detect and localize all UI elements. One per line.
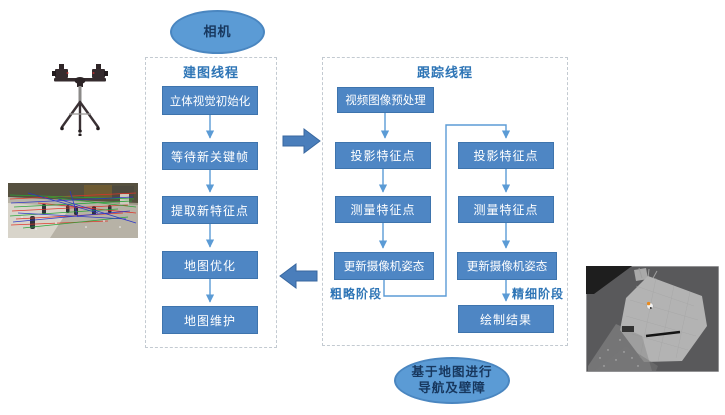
mapping-thread-title: 建图线程 xyxy=(182,65,239,80)
step-video-preprocess: 视频图像预处理 xyxy=(337,87,434,113)
mapping-thread-panel xyxy=(145,57,277,348)
feature-matching-photo xyxy=(8,183,138,238)
fine-stage-label: 精细阶段 xyxy=(512,287,565,301)
step-map-optimize: 地图优化 xyxy=(162,251,258,279)
navigation-label-line1: 基于地图进行 xyxy=(411,364,493,379)
occupancy-grid-map-photo xyxy=(586,266,719,372)
camera-terminator: 相机 xyxy=(170,10,265,54)
step-coarse-measure: 测量特征点 xyxy=(335,196,431,223)
tracking-thread-panel xyxy=(322,57,568,346)
step-extract-features: 提取新特征点 xyxy=(162,196,258,224)
step-fine-measure: 测量特征点 xyxy=(458,196,554,223)
camera-label: 相机 xyxy=(203,23,232,39)
step-coarse-project: 投影特征点 xyxy=(335,142,431,169)
tracking-to-mapping-block-arrow xyxy=(279,263,318,289)
camera-to-tracking-block-arrow xyxy=(282,128,321,154)
step-wait-keyframe: 等待新关键帧 xyxy=(162,142,258,170)
coarse-stage-label: 粗略阶段 xyxy=(330,287,383,301)
tracking-thread-title: 跟踪线程 xyxy=(416,65,473,80)
navigation-terminator: 基于地图进行 导航及壁障 xyxy=(394,357,510,404)
step-stereo-init: 立体视觉初始化 xyxy=(162,86,258,115)
step-fine-update-pose: 更新摄像机姿态 xyxy=(457,252,557,280)
navigation-label-line2: 导航及壁障 xyxy=(418,380,486,395)
step-map-maintain: 地图维护 xyxy=(162,306,258,334)
step-coarse-update-pose: 更新摄像机姿态 xyxy=(334,252,434,280)
stereo-camera-rig-photo xyxy=(48,56,112,136)
step-draw-result: 绘制结果 xyxy=(458,305,554,333)
step-fine-project: 投影特征点 xyxy=(458,142,554,169)
